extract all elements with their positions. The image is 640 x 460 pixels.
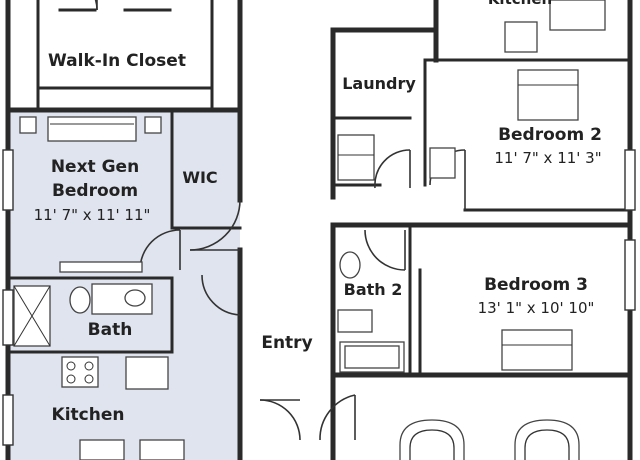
room-label-bath-2: Bath 2 <box>344 280 403 299</box>
bed-icon <box>47 116 137 142</box>
room-label-entry: Entry <box>261 333 312 353</box>
washer-icon <box>337 134 375 181</box>
room-dims-bedroom-2: 11' 7" x 11' 3" <box>494 149 601 167</box>
room-dims-bedroom-3: 13' 1" x 10' 10" <box>478 299 595 317</box>
room-label-bath: Bath <box>88 320 133 340</box>
walls <box>5 0 633 460</box>
fixtures <box>13 0 606 460</box>
room-label-laundry: Laundry <box>342 74 416 93</box>
armchair-icon <box>514 419 580 460</box>
room-label-bedroom-3: Bedroom 3 <box>484 275 588 295</box>
bed-icon <box>517 69 579 121</box>
room-dims-next-gen-bedroom: 11' 7" x 11' 11" <box>34 206 151 224</box>
room-label-bedroom: Bedroom <box>52 181 138 201</box>
room-label-kitchen-suite: Kitchen <box>52 405 125 425</box>
windows <box>2 149 636 446</box>
room-label-walk-in-closet: Walk-In Closet <box>48 51 186 71</box>
toilet-icon <box>69 286 91 314</box>
room-label-kitchen-top: Kitchen <box>488 0 552 8</box>
room-label-next-gen: Next Gen <box>51 157 139 177</box>
toilet-icon <box>339 251 361 279</box>
interior-walls <box>6 0 632 377</box>
armchair-icon <box>399 419 465 460</box>
room-label-bedroom-2: Bedroom 2 <box>498 125 602 145</box>
door-swings <box>94 0 466 441</box>
stove-icon <box>61 356 99 388</box>
room-label-wic: WIC <box>182 168 217 187</box>
bed-icon <box>501 329 573 371</box>
